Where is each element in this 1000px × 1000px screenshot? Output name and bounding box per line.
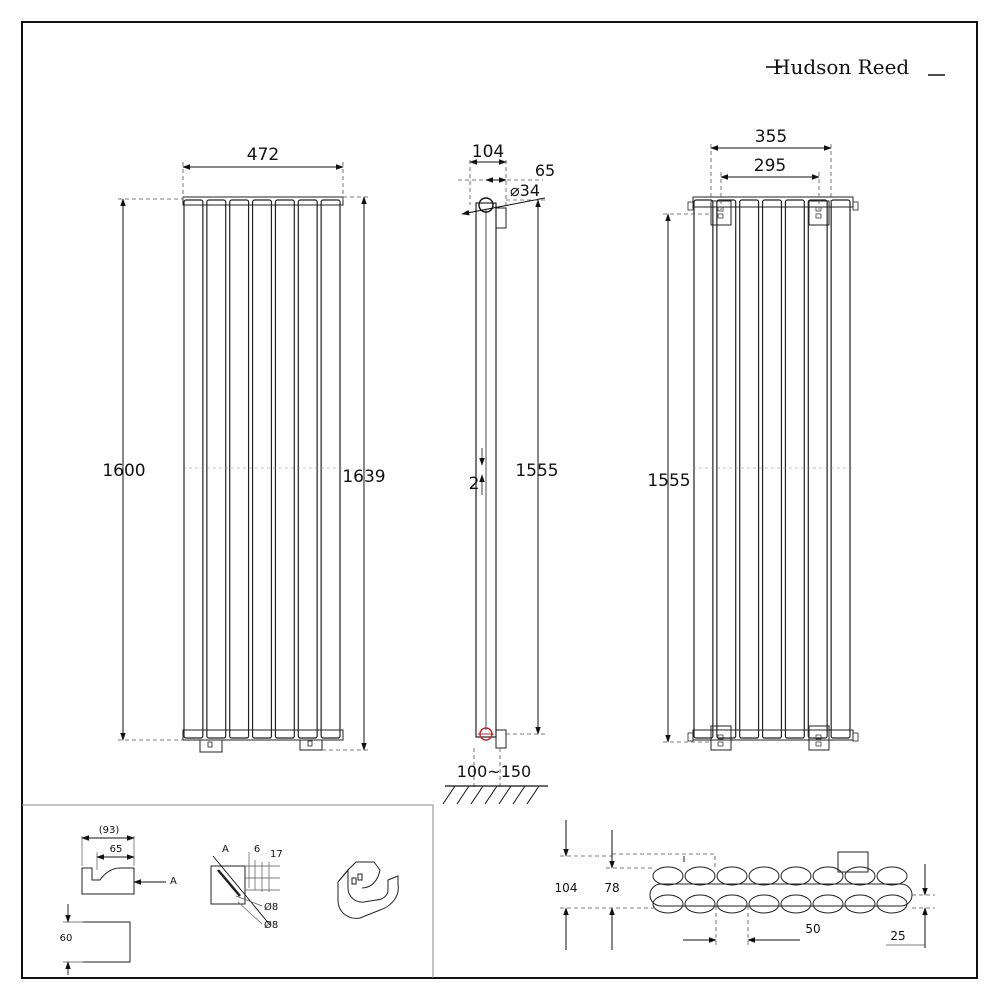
section-tube xyxy=(684,866,716,886)
rear-bracket-top-right xyxy=(808,200,830,226)
section-tube xyxy=(812,894,844,914)
bracket-side-shape xyxy=(81,867,135,895)
front-panel-7 xyxy=(320,199,341,739)
side-depth-label: 104 xyxy=(472,142,504,162)
floor-hatch-line xyxy=(484,785,498,805)
side-offset-label: 65 xyxy=(535,161,555,180)
side-height-label: 1555 xyxy=(515,461,558,481)
rear-bracket-top-left xyxy=(710,200,732,226)
floor-hatch-line xyxy=(456,785,470,805)
front-overall-height-label: 1639 xyxy=(342,467,385,487)
section-bracket-right xyxy=(837,851,869,873)
rear-height-label: 1555 xyxy=(647,471,690,491)
floor-hatch-line xyxy=(498,785,512,805)
front-panels xyxy=(183,199,341,739)
section-bracket-left xyxy=(612,853,716,868)
rear-view: 355 295 1555 xyxy=(647,127,859,751)
floor-hatch xyxy=(442,785,540,805)
section-tube xyxy=(780,866,812,886)
rear-panel-6 xyxy=(807,199,828,739)
bracket-isometric xyxy=(337,861,399,919)
side-wall-distance-label: 100~150 xyxy=(457,762,531,781)
rear-panel-3 xyxy=(739,199,760,739)
front-valve-left xyxy=(199,739,223,753)
slot-6-label: 6 xyxy=(254,844,260,855)
side-bracket-bottom xyxy=(495,729,507,749)
section-tube xyxy=(716,866,748,886)
section-tube xyxy=(684,894,716,914)
floor-hatch-line xyxy=(526,785,540,805)
section-a-plate xyxy=(210,865,246,905)
front-panel-2 xyxy=(206,199,227,739)
bracket-height-label: 60 xyxy=(60,933,73,944)
bracket-depth-label: 65 xyxy=(110,844,123,855)
section-tube xyxy=(780,894,812,914)
front-panel-3 xyxy=(229,199,250,739)
side-diameter-leader xyxy=(461,197,546,216)
side-panel-body xyxy=(475,202,497,738)
floor-hatch-line xyxy=(470,785,484,805)
front-height-label: 1600 xyxy=(102,461,145,481)
rear-bracket-bottom-left xyxy=(710,725,732,751)
rear-panel-1 xyxy=(693,199,714,739)
rear-bracket-centers-label: 295 xyxy=(754,156,786,176)
rear-panel-7 xyxy=(830,199,851,739)
side-diameter-label: ⌀34 xyxy=(510,181,540,200)
section-view: 104 78 50 25 xyxy=(555,820,935,950)
side-view: 104 65 ⌀34 1555 2 100~150 xyxy=(442,142,559,805)
section-a-marker: A xyxy=(222,844,229,855)
rear-panel-5 xyxy=(784,199,805,739)
rear-bracket-bottom-right xyxy=(808,725,830,751)
section-offset-label: 25 xyxy=(890,929,905,943)
rear-panel-2 xyxy=(716,199,737,739)
section-depth-label: 104 xyxy=(555,881,578,895)
section-tube xyxy=(812,866,844,886)
front-width-label: 472 xyxy=(247,145,279,165)
slot-17-label: 17 xyxy=(270,849,283,860)
drawing-border xyxy=(21,21,978,979)
front-bottom-cap xyxy=(182,729,344,741)
bracket-plan-shape xyxy=(82,921,131,963)
section-tubes xyxy=(652,866,908,914)
bracket-detail: (93) 65 A 60 A 6 17 Ø8 Ø8 xyxy=(60,825,399,975)
rear-panels xyxy=(693,199,851,739)
hole-8-label-2: Ø8 xyxy=(264,919,278,931)
section-tube xyxy=(748,866,780,886)
floor-hatch-line xyxy=(442,785,456,805)
section-tube xyxy=(844,866,876,886)
front-panel-6 xyxy=(297,199,318,739)
front-view: 472 1600 1639 xyxy=(102,145,386,753)
front-panel-4 xyxy=(251,199,273,739)
section-tube xyxy=(876,866,908,886)
section-tube-depth-label: 78 xyxy=(604,881,619,895)
section-tube xyxy=(844,894,876,914)
section-tube xyxy=(716,894,748,914)
side-bracket-top xyxy=(495,207,507,229)
rear-panel-4 xyxy=(761,199,783,739)
section-spacing-label: 50 xyxy=(805,922,820,936)
section-tube xyxy=(748,894,780,914)
rear-outer-width-label: 355 xyxy=(755,127,787,147)
bracket-depth-paren-label: (93) xyxy=(99,825,120,836)
hole-8-label-1: Ø8 xyxy=(264,901,278,913)
floor-hatch-line xyxy=(512,785,526,805)
front-top-cap xyxy=(182,196,344,206)
detail-box-border xyxy=(22,804,434,978)
section-tube xyxy=(652,894,684,914)
front-panel-5 xyxy=(274,199,295,739)
section-tube xyxy=(876,894,908,914)
brand-logo-text: Hudson Reed xyxy=(773,55,909,79)
side-gap-label: 2 xyxy=(469,474,480,494)
section-a-label: A xyxy=(170,876,177,887)
side-top-pipe xyxy=(478,197,494,213)
section-tube xyxy=(652,866,684,886)
front-panel-1 xyxy=(183,199,204,739)
front-valve-right xyxy=(299,739,323,751)
brand-logo: Hudson Reed xyxy=(766,55,945,79)
